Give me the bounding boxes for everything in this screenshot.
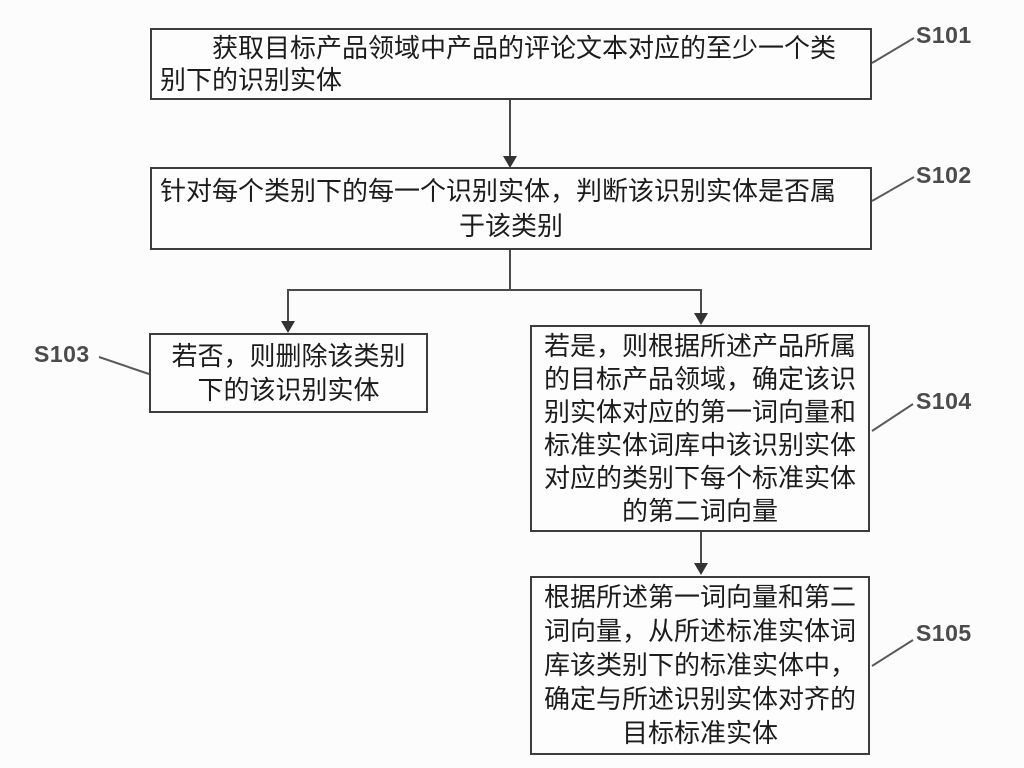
leader-s104 — [871, 403, 914, 432]
step-text-line: 别实体对应的第一词向量和 — [543, 398, 856, 427]
step-text-line: 于该类别 — [458, 212, 563, 241]
step-text-line: 若是，则根据所述产品所属 — [543, 332, 856, 361]
leader-s102 — [871, 176, 915, 202]
step-box-s104: 若是，则根据所述产品所属 的目标产品领域，确定该识 别实体对应的第一词向量和 标… — [530, 325, 870, 532]
step-text-line: 针对每个类别下的每一个识别实体，判断该识别实体是否属 — [160, 177, 837, 206]
step-text-line: 若否，则删除该类别 — [171, 342, 406, 371]
step-text-line: 的目标产品领域，确定该识 — [543, 365, 856, 394]
step-box-s103: 若否，则删除该类别 下的该识别实体 — [149, 333, 428, 413]
leader-s103 — [98, 356, 150, 375]
step-box-s102: 针对每个类别下的每一个识别实体，判断该识别实体是否属 于该类别 — [150, 167, 872, 250]
arrow-branch-to-s104 — [694, 289, 708, 325]
leader-s101 — [871, 37, 915, 64]
leader-s105 — [871, 639, 914, 667]
step-text-line: 词向量，从所述标准实体词 — [543, 617, 856, 646]
step-label-s104: S104 — [916, 388, 972, 414]
step-box-s101: 获取目标产品领域中产品的评论文本对应的至少一个类 别下的识别实体 — [150, 28, 872, 100]
step-label-s103: S103 — [34, 341, 90, 367]
step-label-s102: S102 — [916, 162, 972, 188]
step-text-line: 的第二词向量 — [621, 497, 778, 526]
step-text-line: 下的该识别实体 — [197, 376, 380, 405]
step-text-line: 标准实体词库中该识别实体 — [543, 431, 856, 460]
step-text-line: 确定与所述识别实体对齐的 — [543, 685, 856, 714]
arrow-branch-to-s103 — [281, 289, 295, 333]
arrow-s101-to-s102 — [503, 100, 517, 168]
step-box-s105: 根据所述第一词向量和第二 词向量，从所述标准实体词 库该类别下的标准实体中， 确… — [530, 576, 870, 755]
step-text-line: 库该类别下的标准实体中， — [543, 651, 856, 680]
step-label-s101: S101 — [916, 22, 972, 48]
step-text-line: 别下的识别实体 — [160, 66, 343, 95]
step-text-line: 目标标准实体 — [621, 719, 778, 748]
step-text-line: 对应的类别下每个标准实体 — [543, 464, 856, 493]
arrow-s104-to-s105 — [694, 532, 708, 575]
step-label-s105: S105 — [916, 620, 972, 646]
step-text-line: 获取目标产品领域中产品的评论文本对应的至少一个类 — [212, 34, 837, 63]
step-text-line: 根据所述第一词向量和第二 — [543, 583, 856, 612]
